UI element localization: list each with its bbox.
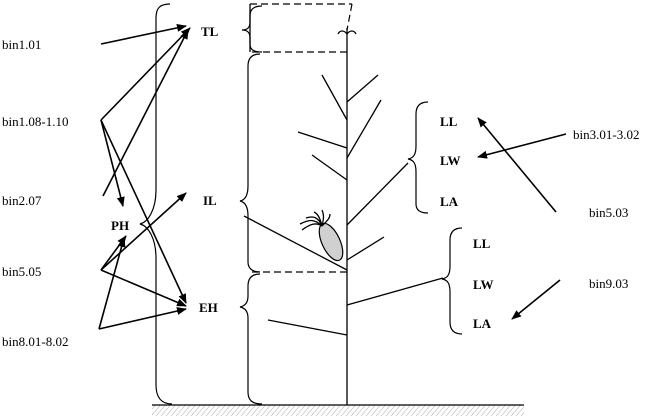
ear-silk — [299, 209, 331, 231]
upper-leaf-brace — [407, 101, 429, 214]
arrow-bin8-01-to-eh — [98, 307, 187, 330]
tl-brace — [241, 5, 263, 53]
ground-hatch — [152, 405, 524, 416]
trait-upper-la: LA — [440, 194, 459, 209]
ph-brace — [139, 3, 173, 405]
trait-upper-ll: LL — [440, 114, 458, 129]
middle-leaf — [346, 236, 385, 261]
label-bin1-01: bin1.01 — [2, 37, 41, 52]
arrow-bin9-03-to-la — [511, 279, 561, 320]
trait-lower-la: LA — [473, 316, 492, 331]
arrow-bin3-01-to-lw — [477, 133, 567, 159]
label-bin1-08-1-10: bin1.08-1.10 — [2, 114, 68, 129]
upper-leaf-5 — [346, 99, 382, 159]
upper-leaf-2 — [321, 74, 348, 121]
il-brace — [239, 53, 261, 273]
arrow-bin5-05-to-eh — [100, 269, 187, 307]
lower-leaf-left — [267, 319, 348, 336]
ear-shank-leaf — [243, 215, 348, 271]
upper-leaf-3 — [346, 74, 379, 103]
label-bin9-03: bin9.03 — [589, 276, 628, 291]
arrow-bin1-08-to-eh — [100, 119, 187, 304]
arrow-bin5-03-to-ll — [477, 117, 557, 213]
trait-ph: PH — [111, 218, 129, 233]
label-bin5-03: bin5.03 — [589, 205, 628, 220]
trait-tl: TL — [201, 24, 219, 39]
arrow-bin1-08-to-ph — [100, 119, 125, 207]
label-bin8-01-8-02: bin8.01-8.02 — [2, 334, 68, 349]
lower-leaf-right — [346, 277, 444, 306]
label-bin5-05: bin5.05 — [2, 264, 41, 279]
trait-il: IL — [203, 193, 217, 208]
arrow-bin1-01-to-tl — [100, 23, 187, 45]
trait-eh: EH — [199, 300, 218, 315]
arrow-bin8-01-to-ph — [98, 237, 126, 330]
arrow-bin1-08-to-tl — [100, 27, 191, 121]
upper-leaf-1 — [297, 131, 348, 149]
lower-leaf-brace — [441, 227, 463, 335]
trait-lower-ll: LL — [473, 236, 491, 251]
eh-brace — [239, 273, 263, 405]
ear-leaf — [346, 162, 409, 226]
trait-lower-lw: LW — [473, 277, 493, 292]
label-bin2-07: bin2.07 — [2, 193, 42, 208]
label-bin3-01-3-02: bin3.01-3.02 — [573, 127, 639, 142]
ear — [318, 222, 344, 262]
trait-upper-lw: LW — [440, 153, 460, 168]
arrow-bin2-07-to-tl — [102, 29, 189, 197]
upper-leaf-4 — [311, 154, 348, 181]
arrow-bin5-05-to-ph — [100, 235, 127, 271]
arrow-bin5-05-to-il — [100, 192, 187, 271]
tassel-tip — [337, 28, 357, 50]
tassel-box-right-dashed — [346, 3, 353, 31]
